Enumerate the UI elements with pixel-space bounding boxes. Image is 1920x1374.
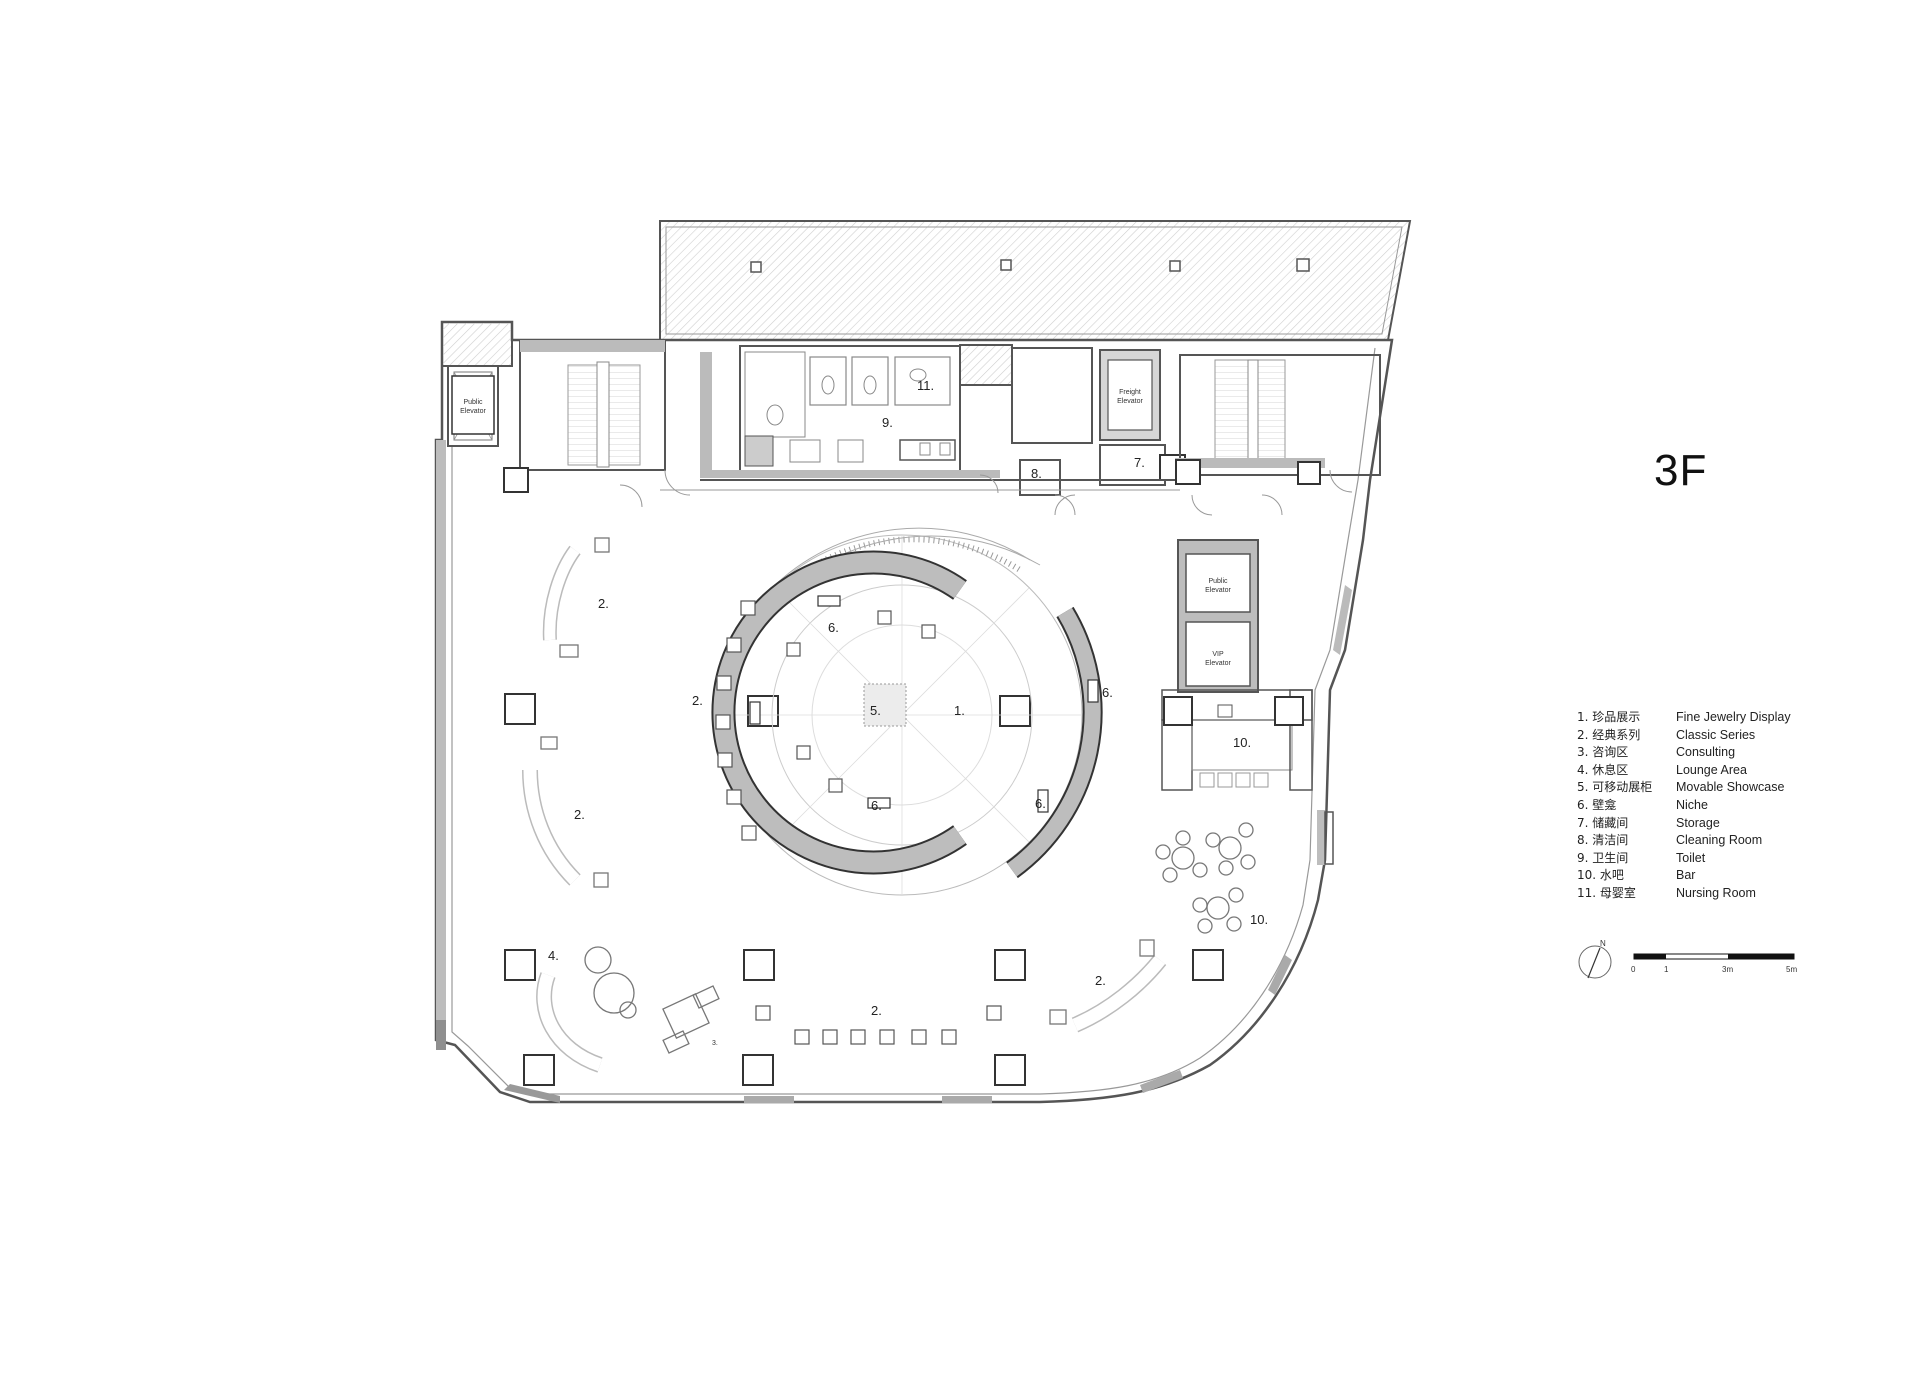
elevator-label: Public <box>463 399 483 406</box>
rotunda <box>711 527 1103 896</box>
room-label-2: 2. <box>574 807 585 822</box>
room-label-10: 10. <box>1250 912 1268 927</box>
display-plinths <box>715 600 1002 1045</box>
elevator-label: Elevator <box>1205 660 1231 667</box>
legend-item: 7. 储藏间 Storage <box>1577 815 1791 833</box>
legend-item: 6. 壁龛 Niche <box>1577 797 1791 815</box>
elevator-label: VIP <box>1212 651 1224 658</box>
legend-zh: 4. 休息区 <box>1577 762 1629 777</box>
public-elevator-left: Public Elevator <box>451 375 495 435</box>
legend-item: 9. 卫生间 Toilet <box>1577 850 1791 868</box>
legend-en: Toilet <box>1676 850 1706 865</box>
legend-item: 8. 清洁间 Cleaning Room <box>1577 832 1791 850</box>
room-label-11: 11. <box>917 378 934 393</box>
room-label-10: 10. <box>1233 735 1251 750</box>
doors <box>619 469 1353 516</box>
service-wing <box>441 321 1381 496</box>
legend-en: Nursing Room <box>1676 885 1756 900</box>
floor-label: 3F <box>1654 446 1708 495</box>
legend-en: Lounge Area <box>1676 762 1747 777</box>
legend-zh: 7. 储藏间 <box>1577 815 1629 830</box>
legend-en: Storage <box>1676 815 1720 830</box>
freight-elevator: Freight Elevator <box>1117 389 1143 405</box>
room-label-7: 7. <box>1134 455 1145 470</box>
elevator-label: Elevator <box>1117 398 1143 405</box>
legend-zh: 5. 可移动展柜 <box>1577 780 1653 795</box>
legend-en: Classic Series <box>1676 727 1756 742</box>
north-arrow: N <box>1578 939 1612 979</box>
legend-en: Movable Showcase <box>1676 780 1785 795</box>
legend-zh: 3. 咨询区 <box>1577 745 1629 760</box>
scale-tick: 0 <box>1631 965 1636 974</box>
room-label-2: 2. <box>871 1003 882 1018</box>
legend-item: 1. 珍品展示 Fine Jewelry Display <box>1577 709 1791 727</box>
room-label-2: 2. <box>598 596 609 611</box>
legend: 1. 珍品展示 Fine Jewelry Display 2. 经典系列 Class… <box>1577 709 1791 903</box>
room-label-6: 6. <box>1035 796 1046 811</box>
elevator-label: Elevator <box>460 408 486 415</box>
room-label-2: 2. <box>692 693 703 708</box>
north-arrow-label: N <box>1600 939 1606 948</box>
room-label-1: 1. <box>954 703 965 718</box>
legend-item: 5. 可移动展柜 Movable Showcase <box>1577 779 1791 797</box>
legend-item: 4. 休息区 Lounge Area <box>1577 762 1791 780</box>
outer-walls <box>434 320 1394 1104</box>
legend-en: Niche <box>1676 797 1708 812</box>
room-label-4: 4. <box>548 948 559 963</box>
scale-tick: 1 <box>1664 965 1669 974</box>
legend-zh: 8. 清洁间 <box>1577 833 1629 848</box>
furniture <box>522 537 1256 1073</box>
columns <box>503 459 1321 1086</box>
legend-zh: 1. 珍品展示 <box>1577 710 1641 724</box>
scale-tick: 5m <box>1786 965 1797 974</box>
legend-item: 3. 咨询区 Consulting <box>1577 744 1791 762</box>
legend-item: 11. 母婴室 Nursing Room <box>1577 885 1791 903</box>
scale-tick: 3m <box>1722 965 1733 974</box>
room-label-3: 3. <box>712 1040 718 1047</box>
elevator-core-right: Public Elevator VIP Elevator <box>1177 539 1259 693</box>
roof-terrace <box>659 220 1412 341</box>
room-label-2: 2. <box>1095 973 1106 988</box>
room-labels: 2. 2. 2. 2. 2. 1. 5. 6. 6. 6. 6. 4. 3. 1… <box>548 378 1268 1047</box>
room-label-6: 6. <box>871 798 882 813</box>
legend-zh: 9. 卫生间 <box>1577 850 1629 865</box>
room-label-6: 6. <box>1102 685 1113 700</box>
legend-item: 10. 水吧 Bar <box>1577 867 1791 885</box>
room-label-6: 6. <box>828 620 839 635</box>
legend-en: Cleaning Room <box>1676 833 1763 848</box>
legend-zh: 6. 壁龛 <box>1577 797 1617 812</box>
legend-zh: 10. 水吧 <box>1577 868 1624 883</box>
legend-zh: 2. 经典系列 <box>1577 727 1641 742</box>
room-label-5: 5. <box>870 703 881 718</box>
elevator-label: Public <box>1208 578 1228 585</box>
elevator-label: Freight <box>1119 389 1141 396</box>
elevator-label: Elevator <box>1205 587 1231 594</box>
legend-en: Consulting <box>1676 745 1736 760</box>
legend-item: 2. 经典系列 Classic Series <box>1577 727 1791 745</box>
legend-en: Fine Jewelry Display <box>1676 710 1791 724</box>
room-label-9: 9. <box>882 415 893 430</box>
scale-bar: 0 1 3m 5m <box>1631 953 1797 974</box>
legend-zh: 11. 母婴室 <box>1577 885 1636 900</box>
legend-en: Bar <box>1676 868 1696 883</box>
room-label-8: 8. <box>1031 466 1042 481</box>
